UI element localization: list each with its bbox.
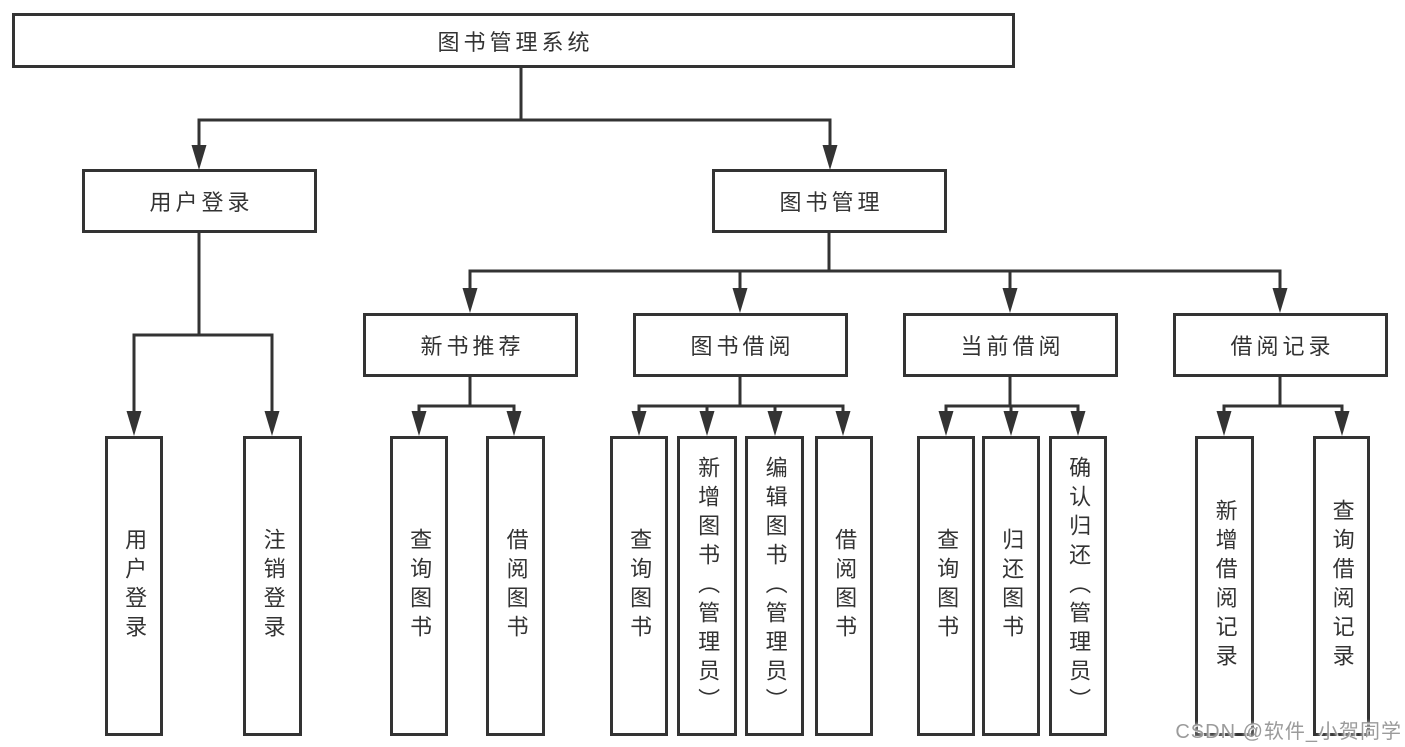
leaf-edit-book-admin: 编辑图书（管理员）: [745, 436, 804, 736]
leaf-query-books-recommend: 查询图书: [390, 436, 448, 736]
arrow-down-icon: [1002, 288, 1018, 313]
leaf-confirm-return-admin: 确认归还（管理员）: [1049, 436, 1107, 736]
leaf-return-books: 归还图书: [982, 436, 1040, 736]
arrow-down-icon: [699, 411, 715, 436]
leaf-query-books-current: 查询图书: [917, 436, 975, 736]
connector-login-to-leaves: [132, 233, 274, 413]
node-book-borrow: 图书借阅: [633, 313, 848, 377]
arrow-down-icon: [126, 411, 142, 436]
leaf-borrow-books-recommend: 借阅图书: [486, 436, 545, 736]
arrow-down-icon: [191, 145, 207, 170]
node-new-book-recommend: 新书推荐: [363, 313, 578, 377]
connector-newrec-to-leaves: [417, 377, 516, 413]
arrow-down-icon: [411, 411, 427, 436]
arrowhead-icons: [126, 145, 1350, 436]
leaf-query-borrow-record: 查询借阅记录: [1313, 436, 1370, 736]
connector-current-to-leaves: [944, 377, 1080, 413]
leaf-logout: 注销登录: [243, 436, 302, 736]
leaf-add-book-admin: 新增图书（管理员）: [677, 436, 737, 736]
connector-lines: [132, 68, 1344, 413]
arrow-down-icon: [631, 411, 647, 436]
arrow-down-icon: [835, 411, 851, 436]
arrow-down-icon: [1216, 411, 1232, 436]
connector-root-to-level2: [197, 68, 832, 147]
node-current-borrow: 当前借阅: [903, 313, 1118, 377]
node-book-management: 图书管理: [712, 169, 947, 233]
leaf-add-borrow-record: 新增借阅记录: [1195, 436, 1254, 736]
node-borrow-records: 借阅记录: [1173, 313, 1388, 377]
leaf-user-login: 用户登录: [105, 436, 163, 736]
arrow-down-icon: [938, 411, 954, 436]
connector-mgmt-to-level3: [468, 233, 1282, 290]
node-root: 图书管理系统: [12, 13, 1015, 68]
connector-borrow-to-leaves: [637, 377, 845, 413]
arrow-down-icon: [732, 288, 748, 313]
arrow-down-icon: [1272, 288, 1288, 313]
leaf-borrow-books: 借阅图书: [815, 436, 873, 736]
node-user-login: 用户登录: [82, 169, 317, 233]
arrow-down-icon: [822, 145, 838, 170]
arrow-down-icon: [767, 411, 783, 436]
arrow-down-icon: [506, 411, 522, 436]
arrow-down-icon: [1334, 411, 1350, 436]
arrow-down-icon: [1070, 411, 1086, 436]
leaf-query-books-borrow: 查询图书: [610, 436, 668, 736]
arrow-down-icon: [264, 411, 280, 436]
arrow-down-icon: [462, 288, 478, 313]
connector-records-to-leaves: [1222, 377, 1344, 413]
arrow-down-icon: [1003, 411, 1019, 436]
